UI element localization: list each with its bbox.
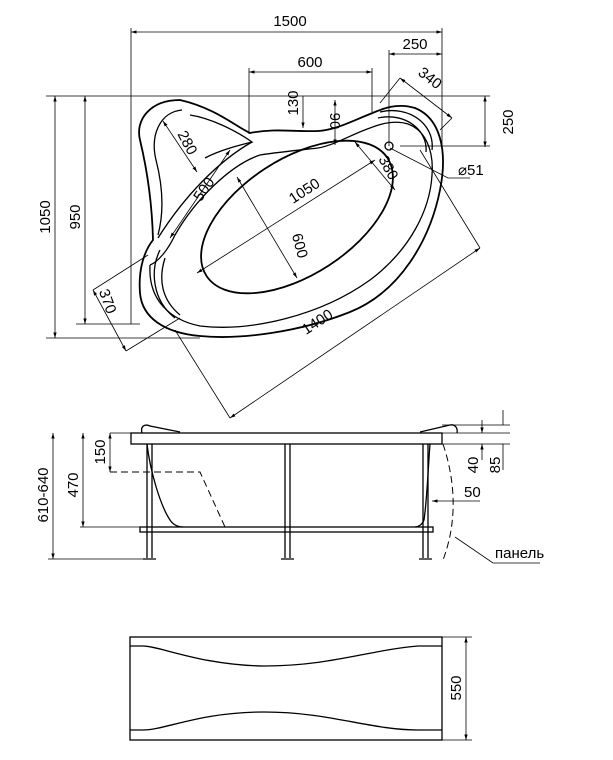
dim-basin-width: 600: [288, 232, 311, 261]
dim-seat-height: 150: [92, 439, 109, 464]
frame-bottom: [139, 526, 434, 533]
dim-seat-width: 600: [297, 54, 322, 71]
seat-ledge: [189, 114, 254, 159]
dim-panel-offset: 50: [464, 484, 481, 501]
dim-rim-85: 85: [487, 457, 504, 474]
dim-corner-diag: 340: [415, 64, 445, 93]
dim-depth-90: 90: [326, 113, 343, 130]
panel-curve-bottom: [130, 711, 442, 731]
dim-line: [399, 77, 453, 119]
extension-lines: [174, 147, 481, 419]
front-panel: [129, 636, 443, 741]
panel-label: панель: [495, 545, 544, 562]
dim-drain-diameter: ⌀51: [458, 162, 484, 179]
dim-line: [229, 247, 481, 419]
dim-basin-length: 1050: [286, 175, 323, 207]
dim-rim-40: 40: [465, 457, 482, 474]
dim-inner-length: 950: [67, 204, 84, 229]
dim-end-370: 370: [95, 287, 120, 316]
headrest-left: [153, 249, 181, 319]
dim-depth-130: 130: [285, 90, 302, 115]
extension-lines: [92, 254, 181, 352]
dim-headrest: 280: [174, 128, 201, 158]
dim-corner-offset-top: 250: [402, 36, 427, 53]
extension-lines: [48, 424, 510, 560]
panel-view: 550: [129, 636, 472, 741]
headrest-right: [377, 110, 433, 153]
dim-drain-distance: 380: [375, 153, 402, 183]
panel-outline: [442, 443, 454, 561]
headrests-side: [140, 424, 458, 434]
extension-lines: [379, 77, 453, 131]
dim-seat-500: 500: [190, 174, 218, 204]
dim-tub-depth: 470: [65, 472, 82, 497]
top-view: 1500 250 600 340 250 130 90 1050 950 280…: [37, 13, 517, 419]
legs: [143, 444, 432, 560]
dim-line: [354, 141, 396, 191]
side-view: 610-640 470 150 40 85 50 панель: [35, 410, 544, 564]
dim-total-height: 610-640: [35, 467, 52, 522]
dim-corner-offset-right: 250: [500, 109, 517, 134]
dim-line: [92, 289, 127, 352]
tub-body-side: [146, 443, 431, 528]
dim-panel-height: 550: [448, 675, 465, 700]
rim: [130, 432, 443, 445]
dim-overall-length: 1050: [37, 200, 54, 233]
dim-front-diagonal: 1400: [299, 306, 336, 338]
leg-posts: [146, 444, 429, 558]
panel-leader-line: [454, 536, 540, 564]
dim-overall-width: 1500: [273, 13, 306, 30]
seat-hidden-line: [110, 471, 226, 528]
panel-curve-top: [130, 645, 442, 667]
